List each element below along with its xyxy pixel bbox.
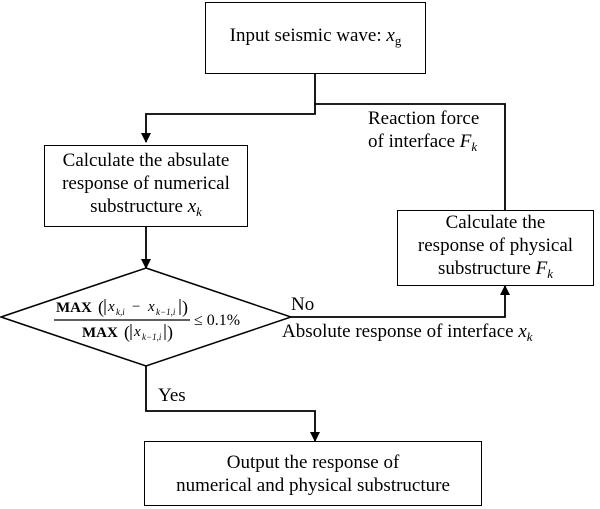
output-node: Output the response of numerical and phy… xyxy=(144,441,482,506)
calc-physical-text: Calculate the response of physical subst… xyxy=(417,212,574,281)
denominator-func: MAX xyxy=(82,325,118,341)
edge-no xyxy=(291,285,510,318)
numerator-var1: x xyxy=(107,299,115,315)
numerator-paren-close: ) xyxy=(182,297,188,318)
decision-formula-svg: MAX ( x k,i − x k−1,i ) MAX ( x k−1,i ) … xyxy=(54,297,240,343)
edge-feedback-loop xyxy=(315,103,506,210)
edge-to-numerical xyxy=(141,104,316,143)
yes-label: Yes xyxy=(158,385,186,406)
edge-yes xyxy=(145,366,320,442)
numerator-sub1: k,i xyxy=(116,307,125,317)
numerator-sub2: k−1,i xyxy=(156,307,176,317)
output-node-text: Output the response of numerical and phy… xyxy=(176,451,450,496)
decision-threshold: ≤ 0.1% xyxy=(194,312,240,329)
denominator-var: x xyxy=(133,324,141,340)
denominator-paren-open: ( xyxy=(124,322,130,343)
input-node-text: Input seismic wave: xg xyxy=(229,25,402,48)
denominator-paren-close: ) xyxy=(167,322,173,343)
numerator-func: MAX xyxy=(56,300,92,316)
input-node: Input seismic wave: xg xyxy=(205,2,426,74)
calc-numerical-text: Calculate the absulate response of numer… xyxy=(62,150,230,219)
numerator-paren-open: ( xyxy=(98,297,104,318)
no-label: No xyxy=(291,294,315,315)
numerator-var2: x xyxy=(147,299,155,315)
denominator-sub: k−1,i xyxy=(142,332,162,342)
decision-formula: MAX ( x k,i − x k−1,i ) MAX ( x k−1,i ) … xyxy=(52,295,262,343)
calc-physical-node: Calculate the response of physical subst… xyxy=(397,210,594,286)
calc-numerical-node: Calculate the absulate response of numer… xyxy=(44,145,248,227)
absolute-response-label: Absolute response of interface xk xyxy=(282,321,533,344)
numerator-minus: − xyxy=(132,299,140,315)
reaction-force-label: Reaction force of interface Fk xyxy=(368,108,480,154)
decision-diamond xyxy=(0,267,294,367)
